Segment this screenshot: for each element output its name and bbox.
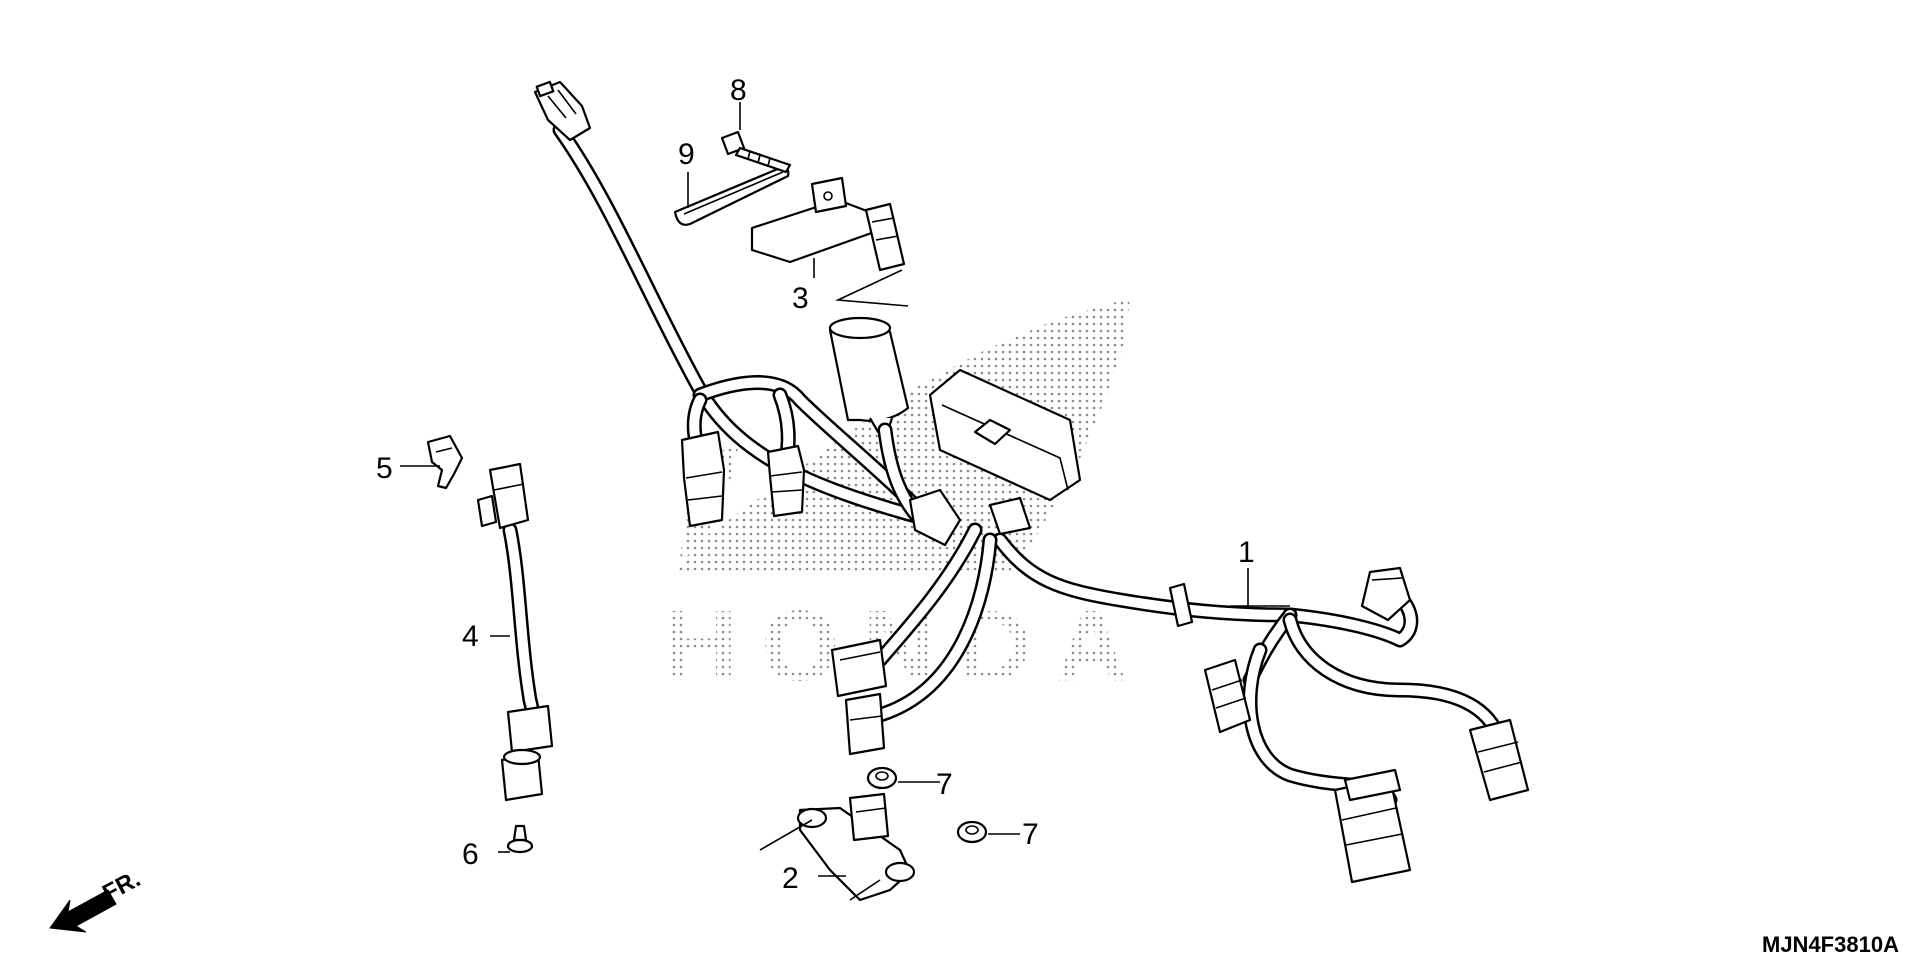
part-2-sensor bbox=[759, 792, 916, 902]
diagram-code: MJN4F3810A bbox=[1762, 932, 1899, 957]
callout-leaders bbox=[400, 102, 1290, 877]
callout-9: 9 bbox=[678, 138, 695, 171]
connector-right-left bbox=[1203, 658, 1252, 734]
part-3-bracket bbox=[750, 176, 909, 307]
front-direction-indicator: FR. bbox=[49, 865, 145, 933]
part-7-nut-upper bbox=[866, 766, 898, 790]
callout-4: 4 bbox=[462, 620, 479, 653]
part-4-sensor bbox=[476, 462, 554, 802]
part-7-nut-lower bbox=[956, 820, 988, 844]
part-8-bolt bbox=[720, 130, 792, 174]
part-5-clip bbox=[426, 434, 464, 490]
part-6-screw bbox=[506, 824, 534, 854]
connector-right-lower bbox=[1468, 718, 1530, 802]
connector-top-left bbox=[533, 80, 592, 142]
callout-7-upper: 7 bbox=[936, 768, 953, 801]
connector-left-cluster bbox=[680, 430, 806, 528]
connector-right-bottom bbox=[1333, 768, 1412, 884]
callout-1: 1 bbox=[1238, 536, 1255, 569]
control-unit bbox=[908, 368, 1082, 547]
part-9-strap bbox=[673, 166, 790, 226]
connector-right-top bbox=[1360, 566, 1412, 622]
capacitor-component bbox=[828, 316, 910, 434]
callout-3: 3 bbox=[792, 282, 809, 315]
callout-2: 2 bbox=[782, 862, 799, 895]
callout-7-lower: 7 bbox=[1022, 818, 1039, 851]
callout-5: 5 bbox=[376, 452, 393, 485]
callout-8: 8 bbox=[730, 74, 747, 107]
watermark-brand-text: HONDA bbox=[665, 590, 1152, 702]
callout-6: 6 bbox=[462, 838, 479, 871]
front-arrow-icon bbox=[49, 889, 117, 933]
connector-bottom-center bbox=[830, 638, 888, 756]
